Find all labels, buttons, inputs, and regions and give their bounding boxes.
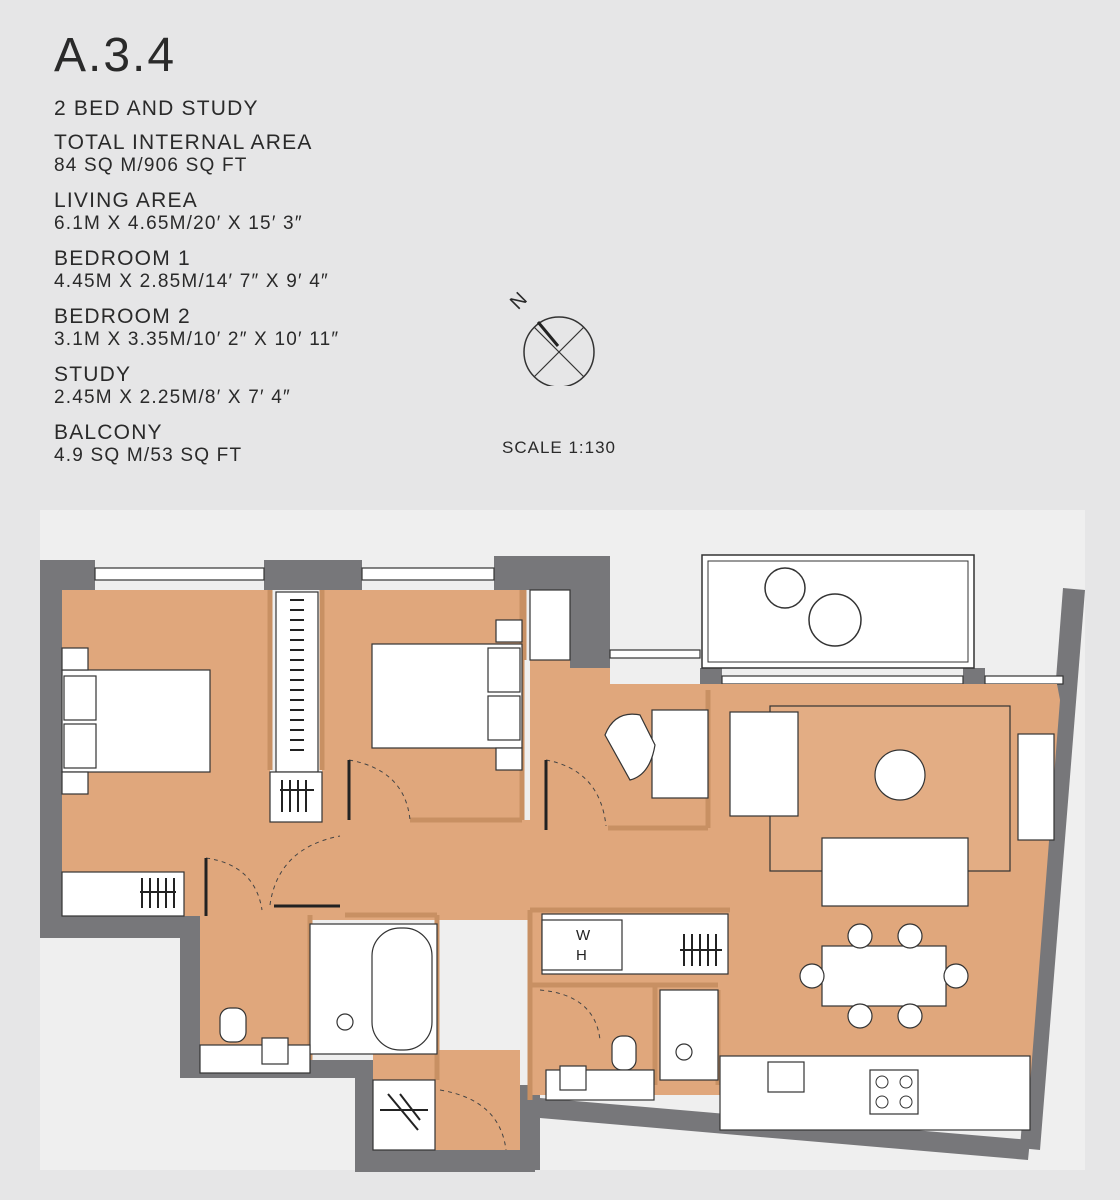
compass-icon	[523, 316, 595, 386]
spec-value-total-area: 84 SQ M/906 SQ FT	[54, 155, 248, 176]
shower-drain-icon	[336, 1013, 354, 1031]
sofa-icon	[821, 837, 969, 907]
shower-enclosure	[659, 989, 719, 1081]
balcony	[701, 554, 975, 669]
door-swings	[205, 759, 607, 1151]
spec-label-total-area: TOTAL INTERNAL AREA	[54, 131, 313, 154]
doors	[204, 760, 548, 916]
spec-label-balcony: BALCONY	[54, 421, 163, 444]
balcony-table-icon	[764, 567, 806, 609]
spec-label-living-area: LIVING AREA	[54, 189, 198, 212]
spec-label-bedroom-2: BEDROOM 2	[54, 305, 191, 328]
scale-label: SCALE 1:130	[502, 438, 617, 457]
shower-drain-icon-2	[675, 1043, 693, 1061]
toilet-icon	[219, 1007, 247, 1043]
wh-label-line2: H	[576, 947, 587, 964]
spec-label-study: STUDY	[54, 363, 132, 386]
hanger-marks	[140, 599, 722, 1131]
unit-title: A.3.4	[54, 29, 177, 82]
coffee-table-icon	[874, 749, 926, 801]
hob-icon	[869, 1069, 919, 1115]
water-heater-cupboard	[541, 919, 623, 971]
basin-icon-2	[559, 1065, 587, 1091]
bedroom-2-bed	[371, 619, 523, 771]
wh-label-line1: W	[576, 927, 591, 944]
unit-type: 2 BED AND STUDY	[54, 97, 259, 120]
spec-value-balcony: 4.9 SQ M/53 SQ FT	[54, 445, 243, 466]
windows	[94, 567, 1064, 685]
tv-unit-icon	[1017, 733, 1055, 841]
bathroom-fixtures	[199, 923, 719, 1101]
floor-plan: W H	[40, 510, 1085, 1172]
sink-icon	[767, 1061, 805, 1093]
spec-label-bedroom-1: BEDROOM 1	[54, 247, 191, 270]
spec-list: 2 BED AND STUDY TOTAL INTERNAL AREA 84 S…	[54, 96, 339, 478]
bedroom-1-bed	[61, 647, 211, 795]
basin-icon	[261, 1037, 289, 1065]
kitchen	[719, 1055, 1031, 1131]
balcony-chair-icon	[808, 593, 862, 647]
dining-furniture	[799, 923, 969, 1029]
spec-value-living-area: 6.1M X 4.65M/20′ X 15′ 3″	[54, 213, 303, 234]
armchair-icon	[729, 711, 799, 817]
vanity-unit	[199, 1044, 311, 1074]
toilet-icon-2	[611, 1035, 637, 1071]
spec-value-study: 2.45M X 2.25M/8′ X 7′ 4″	[54, 387, 291, 408]
bathtub-icon	[371, 927, 433, 1051]
spec-value-bedroom-2: 3.1M X 3.35M/10′ 2″ X 10′ 11″	[54, 329, 340, 350]
study-furniture	[604, 709, 709, 799]
spec-value-bedroom-1: 4.45M X 2.85M/14′ 7″ X 9′ 4″	[54, 271, 329, 292]
living-furniture	[729, 705, 1055, 907]
